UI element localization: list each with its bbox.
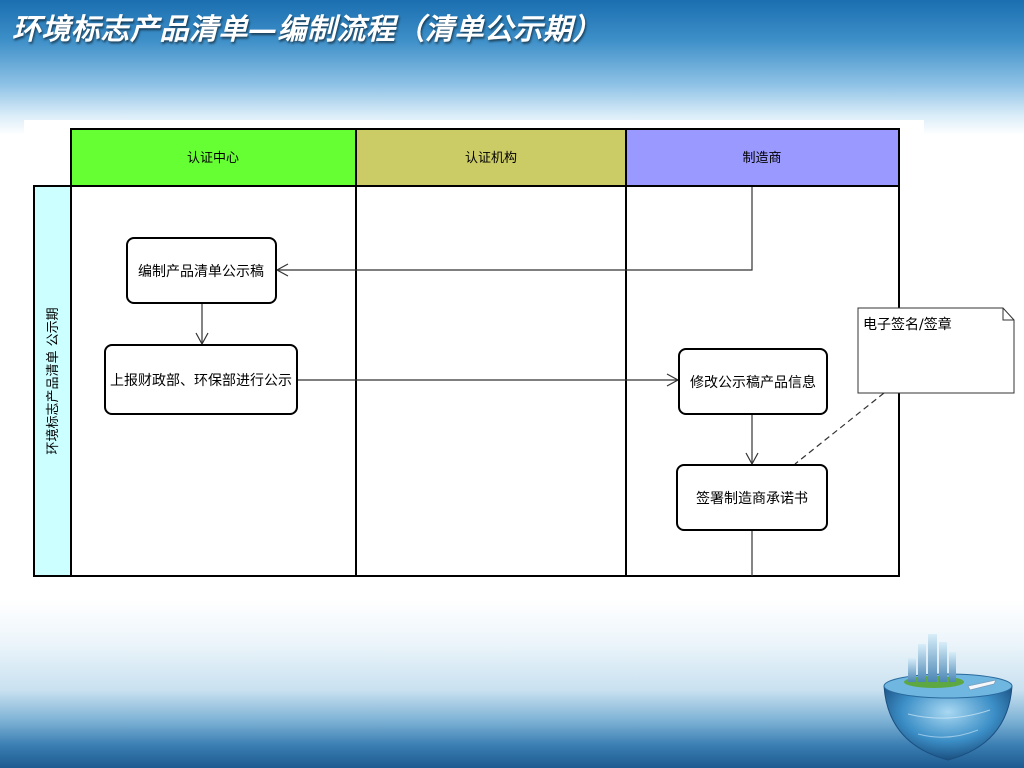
process-label-report-publicize: 上报财政部、环保部进行公示 xyxy=(110,373,292,389)
process-box-compile-draft xyxy=(126,237,277,304)
lane-label-certification-center: 认证中心 xyxy=(187,151,239,166)
process-label-sign-commitment: 签署制造商承诺书 xyxy=(696,490,808,507)
row-header xyxy=(33,185,72,577)
row-label: 环境标志产品清单 公示期 xyxy=(46,307,61,454)
city-globe-icon xyxy=(883,634,1013,761)
lane-header-manufacturer xyxy=(625,128,900,187)
process-box-modify-info xyxy=(678,348,828,415)
process-box-report-publicize xyxy=(104,344,298,415)
slide-title: 环境标志产品清单—编制流程（清单公示期） xyxy=(12,12,603,46)
connector-manufacturer-to-compile xyxy=(275,187,753,277)
note-dashed-link xyxy=(794,392,885,465)
note-fold xyxy=(1002,308,1014,321)
process-label-modify-info: 修改公示稿产品信息 xyxy=(690,374,816,391)
lane-label-manufacturer: 制造商 xyxy=(742,151,781,166)
note-text: 电子签名/签章 xyxy=(863,316,952,333)
note-shape xyxy=(857,307,1015,394)
lane-label-certification-body: 认证机构 xyxy=(465,151,517,166)
process-box-sign-commitment xyxy=(676,464,828,531)
process-label-compile-draft: 编制产品清单公示稿 xyxy=(138,264,264,280)
